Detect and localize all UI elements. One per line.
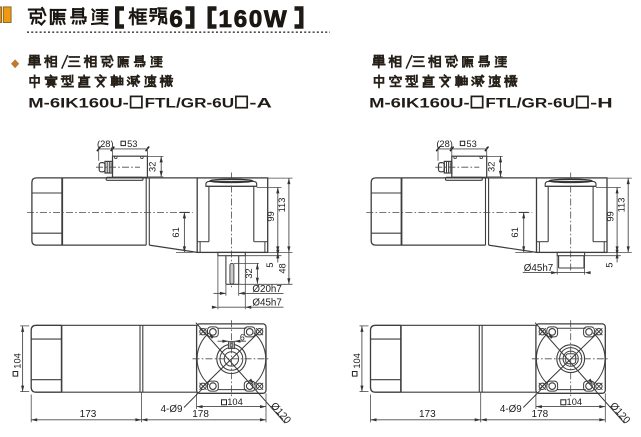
svg-text:Ø120: Ø120 xyxy=(607,401,632,427)
svg-text:FTL/GR-6U: FTL/GR-6U xyxy=(485,95,575,111)
svg-text:104: 104 xyxy=(227,397,243,407)
svg-text:113: 113 xyxy=(616,198,626,213)
svg-text:4-Ø9: 4-Ø9 xyxy=(161,404,183,415)
svg-text:32: 32 xyxy=(147,162,157,172)
svg-text:48: 48 xyxy=(277,263,287,273)
svg-text:173: 173 xyxy=(419,409,436,420)
svg-text:113: 113 xyxy=(277,198,287,213)
svg-text:M-6IK160U-: M-6IK160U- xyxy=(28,95,129,111)
svg-text:173: 173 xyxy=(80,409,97,420)
svg-text:M-6IK160U-: M-6IK160U- xyxy=(369,95,470,111)
svg-text:Ø20h7: Ø20h7 xyxy=(252,284,281,295)
svg-text:61: 61 xyxy=(510,227,520,237)
svg-text:99: 99 xyxy=(266,211,276,221)
svg-text:6: 6 xyxy=(169,6,182,33)
svg-text:-A: -A xyxy=(249,95,272,111)
svg-text:Ø45h7: Ø45h7 xyxy=(252,298,281,309)
svg-text:53: 53 xyxy=(127,139,137,149)
svg-text:Ø120: Ø120 xyxy=(268,401,293,427)
svg-text:5: 5 xyxy=(265,262,275,267)
svg-text:FTL/GR-6U: FTL/GR-6U xyxy=(145,95,235,111)
svg-text:4-Ø9: 4-Ø9 xyxy=(500,404,522,415)
svg-text:178: 178 xyxy=(192,409,209,420)
svg-text:104: 104 xyxy=(352,353,362,374)
svg-text:61: 61 xyxy=(171,227,181,237)
svg-text:104: 104 xyxy=(13,353,23,374)
svg-text:-H: -H xyxy=(590,95,613,111)
svg-text:160W: 160W xyxy=(219,6,289,33)
svg-text:5: 5 xyxy=(604,262,614,267)
svg-text:Ø45h7: Ø45h7 xyxy=(524,263,553,274)
svg-text:32: 32 xyxy=(487,162,497,172)
svg-text:53: 53 xyxy=(466,139,476,149)
svg-text:99: 99 xyxy=(605,211,615,221)
svg-text:6: 6 xyxy=(240,332,245,342)
svg-text:178: 178 xyxy=(532,409,549,420)
svg-text:104: 104 xyxy=(567,397,583,407)
